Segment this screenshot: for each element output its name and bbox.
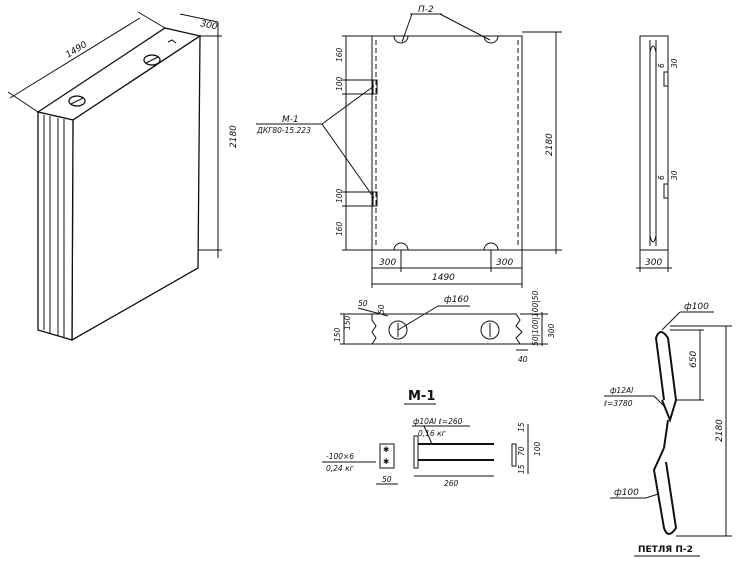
embed-plate-spec: -100×6 bbox=[326, 452, 354, 461]
side-view: 6 30 6 30 300 bbox=[636, 35, 679, 272]
embed-plate-mark-1: ✱ bbox=[383, 445, 389, 454]
section-outline bbox=[371, 313, 523, 345]
embed-title: М-1 bbox=[408, 389, 435, 404]
loop-dim-2180: 2180 bbox=[715, 419, 725, 442]
iso-notch bbox=[167, 39, 177, 44]
front-dim-top-2: 100 bbox=[335, 76, 344, 91]
iso-ext-right bbox=[137, 11, 166, 29]
isometric-view: 1490 300 2180 bbox=[7, 11, 239, 342]
front-dim-right: 300 bbox=[496, 258, 513, 268]
section-dim-50b: 50 bbox=[377, 304, 386, 314]
front-embed-spec: ДКГ80-15.223 bbox=[256, 126, 311, 135]
loop-bar-len: ℓ=3780 bbox=[603, 399, 633, 408]
iso-ext-left bbox=[7, 91, 39, 113]
loop-lower bbox=[652, 447, 678, 535]
section-hole-right bbox=[480, 320, 500, 340]
loop-title: ПЕТЛЯ П-2 bbox=[638, 545, 693, 555]
embed-plate-front bbox=[379, 443, 395, 469]
front-embed-leader-2 bbox=[321, 123, 375, 199]
embed-dim-100: 100 bbox=[533, 441, 542, 456]
loop-bar-spec: ф12АI bbox=[610, 386, 634, 395]
section-dim-right-stack: 50|100|100|50 bbox=[531, 290, 540, 346]
loop-upper bbox=[654, 331, 678, 424]
front-dim-top-1: 160 bbox=[335, 47, 344, 62]
cross-section: ф160 50 50 150 150 50|100|100|50 300 40 bbox=[333, 290, 556, 364]
front-loop-label: П-2 bbox=[418, 5, 434, 15]
front-dim-width: 1490 bbox=[432, 273, 455, 283]
side-loop-top bbox=[649, 45, 657, 53]
iso-dim-height: 2180 bbox=[229, 125, 239, 148]
side-outline bbox=[639, 35, 669, 251]
side-dim-a: 6 bbox=[657, 63, 666, 68]
side-dim-d: 30 bbox=[670, 170, 679, 180]
front-panel-outline bbox=[371, 35, 523, 251]
embed-plate-mark-2: ✱ bbox=[383, 457, 389, 466]
section-dim-hole: ф160 bbox=[444, 295, 469, 305]
loop-bottom-dia: ф100 bbox=[614, 488, 639, 498]
iso-dim-line-thickness bbox=[179, 13, 219, 23]
loop-top-leader bbox=[661, 311, 681, 331]
section-dim-50: 50 bbox=[358, 299, 368, 308]
side-dim-b: 30 bbox=[670, 58, 679, 68]
front-loop-leader-1 bbox=[401, 13, 413, 43]
embed-dim-plate: 50 bbox=[382, 475, 392, 484]
front-dim-bot-1: 100 bbox=[335, 188, 344, 203]
section-hole-left bbox=[388, 320, 408, 340]
front-dim-left: 300 bbox=[379, 258, 396, 268]
embed-dim-rod: 260 bbox=[444, 479, 459, 488]
front-embed-label: М-1 bbox=[282, 115, 299, 125]
embed-rod-leader bbox=[423, 425, 433, 445]
section-dim-left-2: 150 bbox=[343, 315, 352, 330]
embed-dim-15b: 15 bbox=[517, 464, 526, 474]
embed-side-plate bbox=[511, 443, 517, 467]
loop-top-dia: ф100 bbox=[684, 302, 709, 312]
front-embed-bottom bbox=[372, 191, 378, 207]
front-loop-tr bbox=[483, 35, 499, 44]
embed-dim-15a: 15 bbox=[517, 422, 526, 432]
section-dim-left-1: 150 bbox=[333, 327, 342, 342]
section-dim-right: 300 bbox=[547, 323, 556, 338]
side-dim-c: 6 bbox=[657, 175, 666, 180]
front-dim-bot-2: 160 bbox=[335, 221, 344, 236]
loop-bottom-leader bbox=[645, 493, 659, 499]
front-view: П-2 М-1 ДКГ80-15.223 160 100 100 160 218… bbox=[256, 5, 562, 288]
embed-dim-70: 70 bbox=[517, 446, 526, 456]
section-dim-50-leader bbox=[357, 307, 389, 317]
side-embed-bottom bbox=[663, 183, 669, 199]
iso-dim-thickness: 300 bbox=[199, 19, 218, 32]
loop-dim-650: 650 bbox=[689, 351, 699, 368]
front-loop-br bbox=[483, 242, 499, 251]
iso-loop-1 bbox=[70, 97, 84, 105]
section-hole-leader bbox=[397, 305, 439, 331]
side-loop-bottom bbox=[649, 235, 657, 243]
loop-stem bbox=[663, 419, 669, 449]
iso-dim-line-length bbox=[9, 17, 141, 99]
embed-rod-spec: ф10АI ℓ=260 bbox=[413, 417, 463, 426]
section-dim-bottom: 40 bbox=[518, 355, 528, 364]
embed-detail: М-1 ✱ ✱ 50 -100×6 0,24 кг 260 ф10АI ℓ=26… bbox=[322, 389, 542, 488]
front-dim-height: 2180 bbox=[545, 133, 555, 156]
side-embed-top bbox=[663, 71, 669, 87]
loop-detail: ф100 650 ф12АI ℓ=3780 2180 ф100 ПЕТЛЯ П-… bbox=[603, 302, 732, 557]
side-dim-width: 300 bbox=[645, 258, 662, 268]
loop-bar-leader bbox=[653, 395, 667, 409]
iso-side-face bbox=[37, 111, 74, 341]
front-loop-leader-2 bbox=[439, 13, 491, 41]
embed-plate-weight: 0,24 кг bbox=[326, 464, 354, 473]
front-loop-tl bbox=[393, 35, 409, 44]
front-loop-bl bbox=[393, 242, 409, 251]
front-embed-leader-1 bbox=[321, 85, 375, 125]
embed-plate-side bbox=[413, 435, 419, 469]
iso-loop-2 bbox=[145, 56, 159, 64]
embed-rod-weight: 0,16 кг bbox=[418, 429, 446, 438]
